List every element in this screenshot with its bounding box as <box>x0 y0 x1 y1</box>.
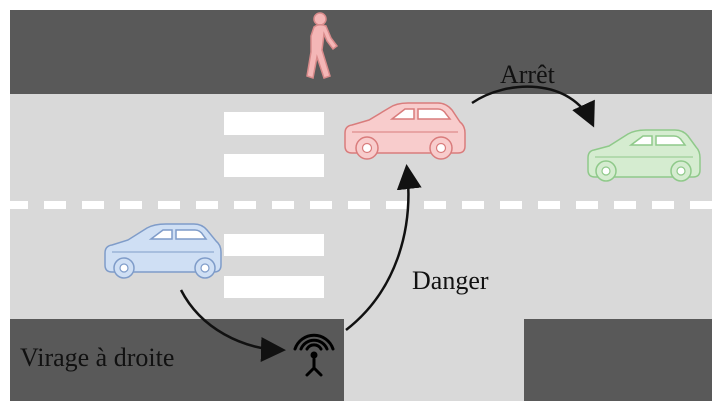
bottom-left-sidewalk <box>10 319 344 401</box>
side-road <box>344 319 524 401</box>
lane-markings <box>10 201 712 209</box>
danger-label: Danger <box>412 266 489 295</box>
crosswalk <box>224 112 324 298</box>
stop-arrow <box>471 85 595 128</box>
pedestrian-icon <box>306 12 339 79</box>
danger-car <box>344 102 466 160</box>
danger-arrow <box>345 164 422 331</box>
top-sidewalk <box>10 10 712 94</box>
turn-arrow <box>179 289 286 362</box>
stopped-car <box>587 129 701 182</box>
turning-car <box>104 223 222 279</box>
right-turn-label: Virage à droite <box>20 343 175 372</box>
bottom-right-sidewalk <box>524 319 712 401</box>
stop-label: Arrêt <box>500 60 555 89</box>
signal-tower-icon <box>293 333 335 377</box>
